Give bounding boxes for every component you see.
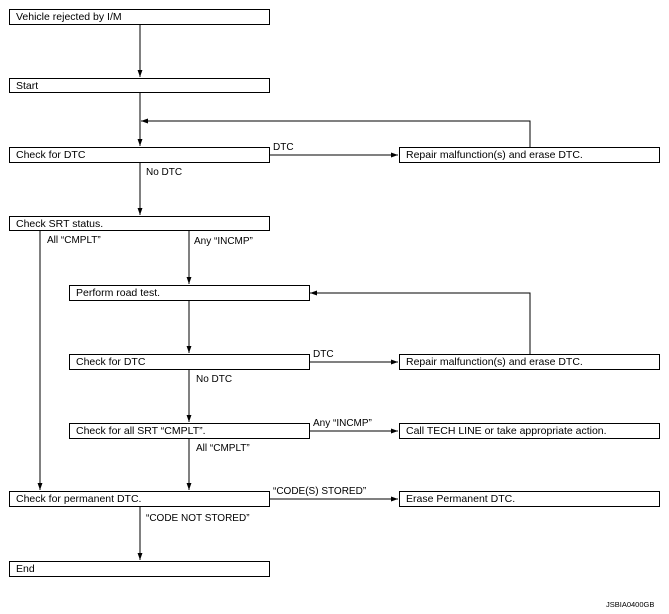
label-any-incmp-2: Any “INCMP” xyxy=(313,418,372,429)
box-check-permanent-dtc: Check for permanent DTC. xyxy=(9,491,270,507)
label-dtc-1: DTC xyxy=(273,142,294,153)
label-all-cmplt-1: All “CMPLT” xyxy=(47,235,101,246)
box-check-dtc-1: Check for DTC xyxy=(9,147,270,163)
label-no-dtc-2: No DTC xyxy=(196,374,233,385)
box-call-tech-line: Call TECH LINE or take appropriate actio… xyxy=(399,423,660,439)
label-code-not-stored: “CODE NOT STORED” xyxy=(146,513,250,524)
label-dtc-2: DTC xyxy=(313,349,334,360)
arrow-repair-loop-back xyxy=(141,118,531,147)
label-no-dtc-1: No DTC xyxy=(146,167,183,178)
box-repair-2: Repair malfunction(s) and erase DTC. xyxy=(399,354,660,370)
box-check-all-srt: Check for all SRT “CMPLT”. xyxy=(69,423,310,439)
label-codes-stored: “CODE(S) STORED” xyxy=(273,486,367,497)
box-start: Start xyxy=(9,78,270,93)
box-road-test: Perform road test. xyxy=(69,285,310,301)
box-check-dtc-2: Check for DTC xyxy=(69,354,310,370)
label-any-incmp-1: Any “INCMP” xyxy=(194,236,253,247)
figure-code: JSBIA0400GB xyxy=(606,600,655,609)
arrow-repair2-loop-back xyxy=(310,290,531,354)
label-all-cmplt-2: All “CMPLT” xyxy=(196,443,250,454)
box-repair-1: Repair malfunction(s) and erase DTC. xyxy=(399,147,660,163)
box-vehicle-rejected: Vehicle rejected by I/M xyxy=(9,9,270,25)
box-erase-permanent-dtc: Erase Permanent DTC. xyxy=(399,491,660,507)
box-end: End xyxy=(9,561,270,577)
box-check-srt: Check SRT status. xyxy=(9,216,270,231)
